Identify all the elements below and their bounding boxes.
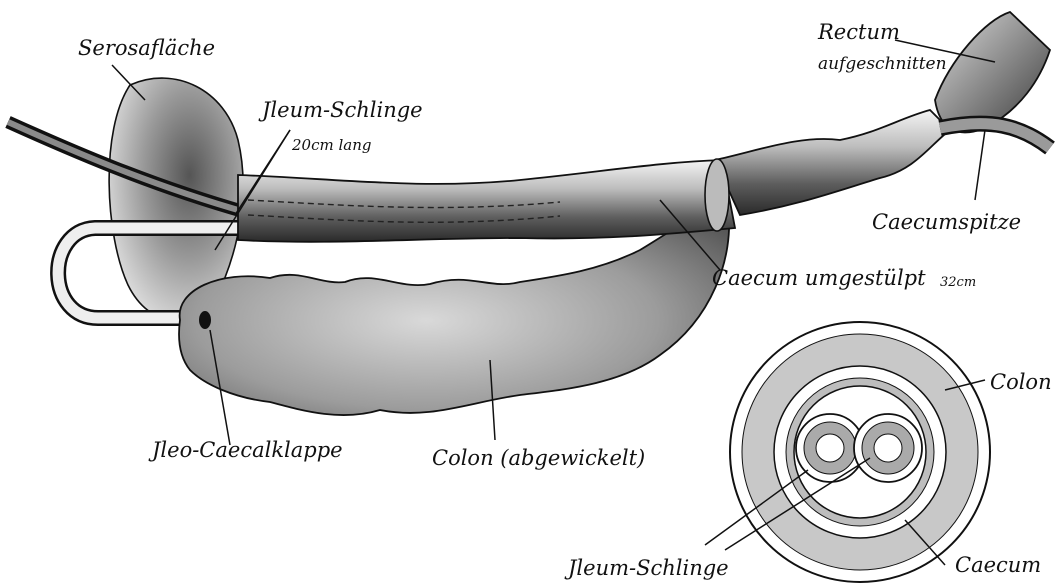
label-rectum: Rectum [818,22,900,43]
label-caecum-umgestuelpt: Caecum umgestülpt [712,268,926,289]
label-caecumspitze: Caecumspitze [872,212,1021,233]
cross-section [730,322,990,582]
label-ileum-length: 20cm lang [292,138,371,153]
label-rectum-sub: aufgeschnitten [818,56,947,73]
label-caecum: Caecum [955,555,1041,576]
label-ileum-schlinge-bottom: Jleum-Schlinge [568,558,729,579]
ileocaecal-valve [199,311,211,329]
caecum-everted [715,110,950,215]
label-serosaflaeche: Serosafläche [78,38,215,59]
label-colon-abgewickelt: Colon (abgewickelt) [432,448,645,469]
label-ileo-caecalklappe: Jleo-Caecalklappe [152,440,343,461]
label-caecum-length: 32cm [940,276,976,289]
rectum-opened [935,12,1050,132]
label-ileum-schlinge-top: Jleum-Schlinge [262,100,423,121]
label-colon: Colon [990,372,1052,393]
